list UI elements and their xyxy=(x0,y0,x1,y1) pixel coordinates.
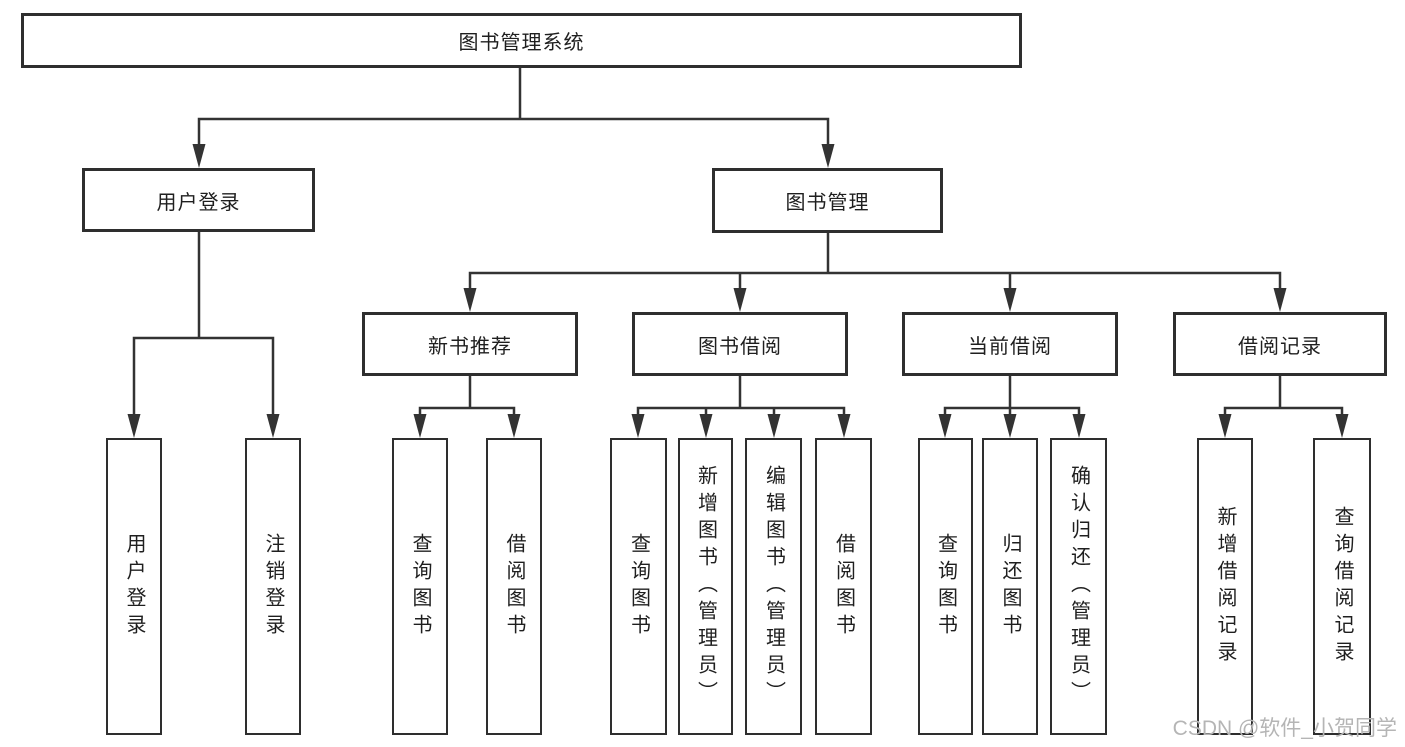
node-borrowing-records-label: 借阅记录 xyxy=(1238,335,1322,358)
node-root: 图书管理系统 xyxy=(21,13,1022,68)
node-user-login-label: 用户登录 xyxy=(156,191,241,214)
leaf-borrow-books: 借阅图书 xyxy=(815,438,872,735)
leaf-confirm-return-admin: 确认归还（管理员） xyxy=(1050,438,1107,735)
leaf-query-books-recommend: 查询图书 xyxy=(392,438,448,735)
node-new-book-recommendation-label: 新书推荐 xyxy=(428,335,512,358)
leaf-query-borrow-record: 查询借阅记录 xyxy=(1313,438,1371,735)
node-current-borrowing: 当前借阅 xyxy=(902,312,1118,376)
watermark: CSDN @软件_小贺同学 xyxy=(1172,717,1397,740)
leaf-borrow-books-recommend-label: 借阅图书 xyxy=(503,532,525,641)
node-book-management: 图书管理 xyxy=(712,168,943,233)
leaf-confirm-return-admin-label: 确认归还（管理员） xyxy=(1067,465,1090,708)
leaf-query-books-borrowing-label: 查询图书 xyxy=(627,532,650,641)
leaf-query-books-current: 查询图书 xyxy=(918,438,973,735)
node-root-label: 图书管理系统 xyxy=(458,32,585,54)
leaf-user-login-label: 用户登录 xyxy=(123,532,145,641)
node-current-borrowing-label: 当前借阅 xyxy=(968,335,1052,358)
node-borrowing-records: 借阅记录 xyxy=(1173,312,1387,376)
leaf-query-books-borrowing: 查询图书 xyxy=(610,438,667,735)
leaf-query-books-recommend-label: 查询图书 xyxy=(409,532,431,641)
leaf-query-books-current-label: 查询图书 xyxy=(934,532,957,641)
leaf-return-books: 归还图书 xyxy=(982,438,1038,735)
leaf-logout-label: 注销登录 xyxy=(262,532,284,641)
node-book-borrowing: 图书借阅 xyxy=(632,312,848,376)
leaf-query-borrow-record-label: 查询借阅记录 xyxy=(1331,505,1353,668)
leaf-add-books-admin: 新增图书（管理员） xyxy=(678,438,733,735)
leaf-borrow-books-label: 借阅图书 xyxy=(832,532,855,641)
leaf-edit-books-admin-label: 编辑图书（管理员） xyxy=(762,465,785,708)
node-new-book-recommendation: 新书推荐 xyxy=(362,312,578,376)
node-book-management-label: 图书管理 xyxy=(785,192,870,214)
arrowheads xyxy=(127,144,1349,438)
node-book-borrowing-label: 图书借阅 xyxy=(698,335,782,358)
leaf-borrow-books-recommend: 借阅图书 xyxy=(486,438,542,735)
leaf-user-login: 用户登录 xyxy=(106,438,162,735)
leaf-logout: 注销登录 xyxy=(245,438,301,735)
leaf-edit-books-admin: 编辑图书（管理员） xyxy=(745,438,802,735)
leaf-add-borrow-record-label: 新增借阅记录 xyxy=(1214,505,1236,668)
node-user-login: 用户登录 xyxy=(82,168,315,232)
leaf-add-books-admin-label: 新增图书（管理员） xyxy=(694,465,717,708)
leaf-add-borrow-record: 新增借阅记录 xyxy=(1197,438,1253,735)
leaf-return-books-label: 归还图书 xyxy=(999,532,1021,641)
